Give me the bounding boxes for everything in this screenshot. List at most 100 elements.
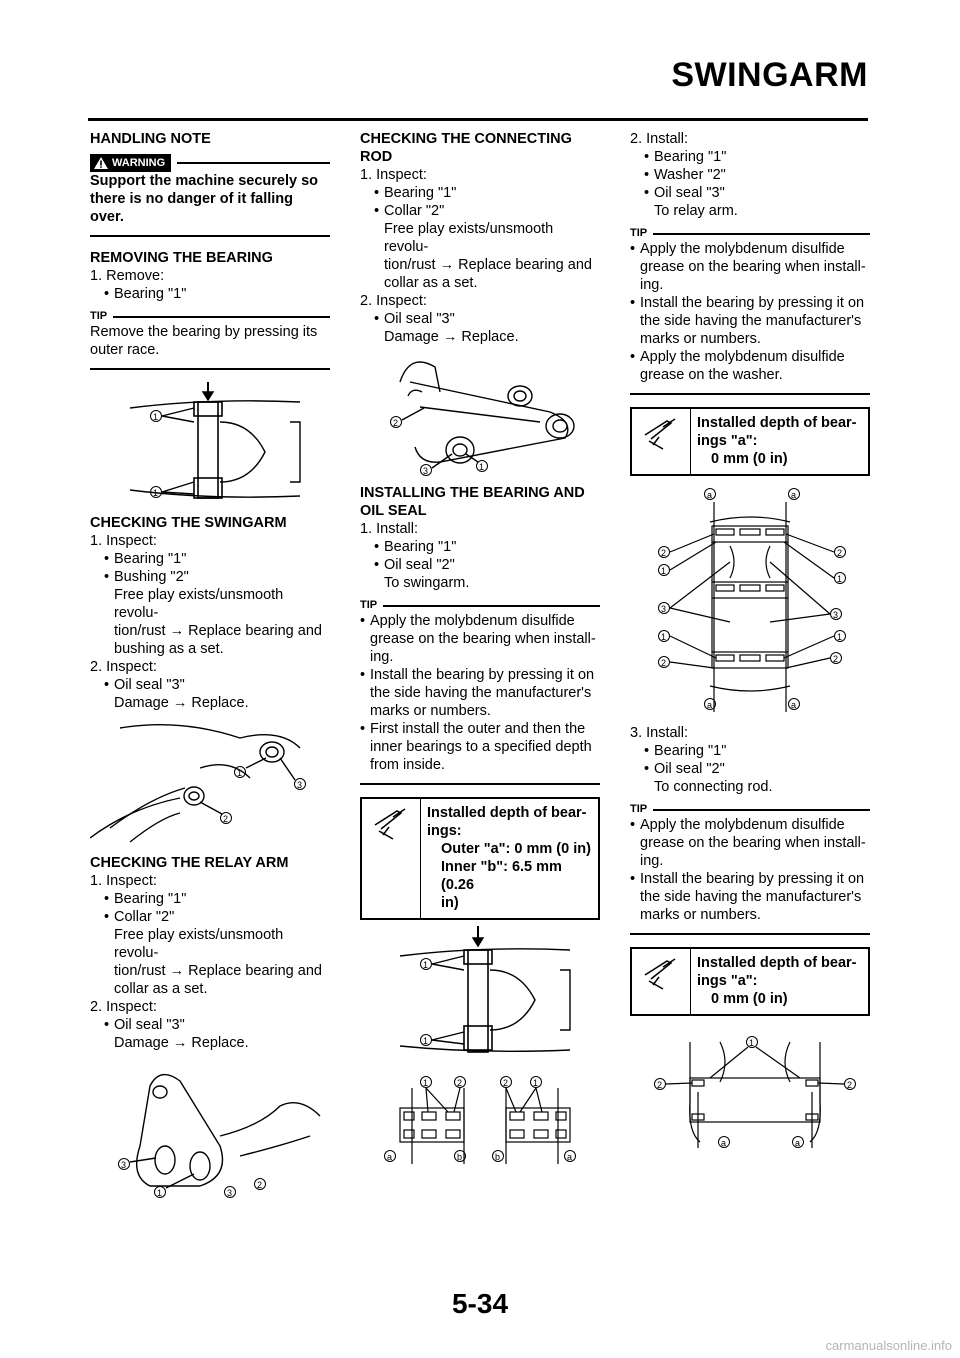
relay-arm-inspection-figure: 3 1 3 2	[118, 1073, 321, 1198]
callout-b: b	[457, 1152, 462, 1162]
list-item: Bearing "1"	[360, 184, 600, 202]
warning-label: WARNING	[112, 157, 166, 169]
tip-item: Apply the molybdenum disulfide	[630, 240, 870, 258]
swingarm-bearing-removal-figure: 1 1	[129, 382, 301, 499]
callout-1: 1	[153, 488, 158, 498]
list-item: Oil seal "3"	[90, 1016, 330, 1034]
tip-text: the side having the manufacturer's	[640, 889, 862, 905]
callout-1: 1	[153, 412, 158, 422]
callout-1: 1	[661, 566, 666, 576]
callout-1: 1	[837, 632, 842, 642]
step: 1. Inspect:	[90, 873, 157, 889]
swingarm-bearing-install-figure: 1 1	[399, 926, 571, 1053]
list-item: Oil seal "3"	[90, 676, 330, 694]
tip-item: Apply the molybdenum disulfide	[360, 612, 600, 630]
callout-3: 3	[423, 466, 428, 476]
callout-1: 1	[423, 960, 428, 970]
step: 2. Install:	[630, 131, 689, 147]
tip-text: grease on the bearing when install-	[640, 259, 866, 275]
list-item: Bearing "1"	[630, 742, 870, 760]
callout-1: 1	[157, 1188, 162, 1198]
tip-item: Apply the molybdenum disulfide	[630, 348, 870, 366]
warning-triangle-icon	[94, 157, 108, 169]
tip-text: ing.	[640, 277, 664, 293]
tip-text: marks or numbers.	[640, 331, 761, 347]
tip-label: TIP	[630, 227, 648, 239]
callout-2: 2	[833, 654, 838, 664]
tip-label: TIP	[90, 310, 108, 322]
heading-checking-swingarm: CHECKING THE SWINGARM	[90, 515, 287, 531]
callout-a: a	[707, 700, 712, 710]
callout-1: 1	[423, 1036, 428, 1046]
tip-box: TIP Apply the molybdenum disulfide greas…	[630, 802, 870, 935]
bearing-depth-detail-figure: 1 2 2 1 a b b a	[384, 1076, 576, 1164]
step: 2. Inspect:	[90, 999, 157, 1015]
tip-box: TIP Apply the molybdenum disulfide greas…	[630, 226, 870, 395]
step: 1. Inspect:	[360, 167, 427, 183]
spec-line: Outer "a": 0 mm (0 in)	[441, 841, 591, 857]
tip-text: ing.	[640, 853, 664, 869]
warning-end-rule	[90, 235, 330, 237]
tip-text: outer race.	[90, 342, 160, 358]
callout-2: 2	[837, 548, 842, 558]
continuation-text: collar as a set.	[384, 275, 478, 291]
callout-1: 1	[237, 768, 242, 778]
page-number: 5-34	[451, 1288, 509, 1319]
warning-badge: WARNING	[90, 154, 172, 172]
callout-a: a	[707, 490, 712, 500]
callout-3: 3	[661, 604, 666, 614]
warning-header: WARNING	[90, 154, 330, 172]
callout-3: 3	[121, 1160, 126, 1170]
tip-item: Apply the molybdenum disulfide	[630, 816, 870, 834]
continuation-text: Damage → Replace.	[114, 1035, 249, 1051]
relay-arm-bearing-install-figure: a a 2 2 1 1 3 3 1 1 2 2 a a	[658, 488, 846, 712]
list-item: Bearing "1"	[630, 148, 870, 166]
tip-text: ing.	[370, 649, 394, 665]
list-item: Oil seal "2"	[630, 760, 870, 778]
tip-text: the side having the manufacturer's	[640, 313, 862, 329]
list-item: Bearing "1"	[90, 550, 330, 568]
list-item: Washer "2"	[630, 166, 870, 184]
spec-box: Installed depth of bear- ings: Outer "a"…	[360, 797, 600, 920]
heading-installing: OIL SEAL	[360, 503, 427, 519]
caliper-icon	[644, 958, 676, 990]
callout-1: 1	[661, 632, 666, 642]
heading-checking-relay-arm: CHECKING THE RELAY ARM	[90, 855, 289, 871]
step: 1. Install:	[360, 521, 419, 537]
callout-2: 2	[657, 1080, 662, 1090]
step: 2. Inspect:	[360, 293, 427, 309]
continuation-text: collar as a set.	[114, 981, 208, 997]
tip-item: Install the bearing by pressing it on	[630, 294, 870, 312]
callout-3: 3	[227, 1188, 232, 1198]
title-rule	[88, 118, 868, 121]
tip-text: marks or numbers.	[370, 703, 491, 719]
tip-text: grease on the bearing when install-	[370, 631, 596, 647]
list-item: Collar "2"	[90, 908, 330, 926]
step: 1. Remove:	[90, 268, 165, 284]
tip-box: TIP Remove the bearing by pressing its o…	[90, 309, 330, 370]
callout-2: 2	[223, 814, 228, 824]
callout-1: 1	[533, 1078, 538, 1088]
continuation-text: Damage → Replace.	[384, 329, 519, 345]
callout-3: 3	[833, 610, 838, 620]
spec-line: 0 mm (0 in)	[711, 451, 788, 467]
spec-box: Installed depth of bear- ings "a": 0 mm …	[630, 407, 870, 476]
list-item: Bearing "1"	[90, 890, 330, 908]
callout-a: a	[791, 490, 796, 500]
page-title: SWINGARM	[671, 56, 868, 94]
continuation-text: To swingarm.	[384, 575, 470, 591]
list-item: Bearing "1"	[90, 285, 330, 303]
list-item: Oil seal "3"	[630, 184, 870, 202]
tip-label: TIP	[630, 803, 648, 815]
tip-text: inner bearings to a specified depth	[370, 739, 592, 755]
continuation-text: bushing as a set.	[114, 641, 224, 657]
connecting-rod-bearing-install-figure: 1 2 2 a a	[654, 1036, 856, 1148]
step: 1. Inspect:	[90, 533, 157, 549]
tip-text: from inside.	[370, 757, 445, 773]
callout-a: a	[721, 1138, 726, 1148]
column-1: HANDLING NOTE WARNING Support the machin…	[90, 130, 330, 1222]
heading-installing: INSTALLING THE BEARING AND	[360, 485, 585, 501]
step: 3. Install:	[630, 725, 689, 741]
continuation-text: tion/rust → Replace bearing and	[114, 623, 322, 639]
callout-3: 3	[297, 780, 302, 790]
